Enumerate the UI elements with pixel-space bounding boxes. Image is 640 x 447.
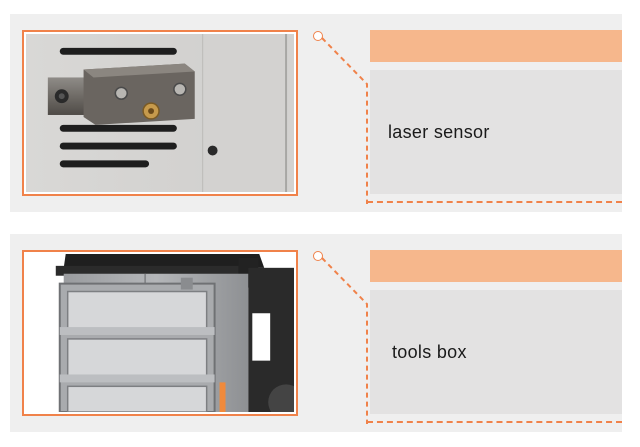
feature-label: tools box [392,341,467,362]
laser-sensor-photo-frame [22,30,298,196]
callout-leader-line [321,37,368,204]
callout-bottom-dash [367,421,622,423]
feature-panel-laser-sensor: laser sensor [10,14,622,212]
tools-box-photo-frame [22,250,298,416]
callout-dot-icon [313,251,323,261]
feature-panel-tools-box: tools box [10,234,622,432]
callout-bottom-dash [367,201,622,203]
callout-dot-icon [313,31,323,41]
callout-leader-line [321,257,368,424]
feature-label: laser sensor [388,121,490,142]
header-bar [370,30,622,62]
laser-sensor-photo-icon [26,34,294,192]
feature-label-box: tools box [370,290,622,414]
feature-label-box: laser sensor [370,70,622,194]
header-bar [370,250,622,282]
tools-box-photo-icon [26,254,294,412]
